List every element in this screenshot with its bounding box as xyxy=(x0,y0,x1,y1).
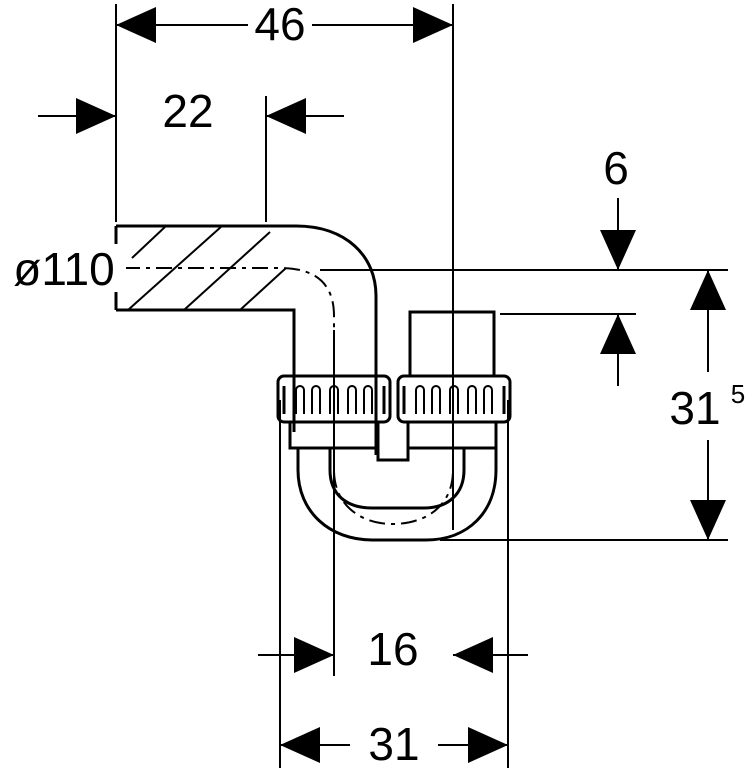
arrow-right-icon xyxy=(76,98,116,134)
dim-label-46: 46 xyxy=(254,0,305,50)
inlet-pipe xyxy=(114,224,378,455)
extension-lines xyxy=(115,4,728,768)
arrow-right-icon xyxy=(468,727,508,763)
dim-label-16: 16 xyxy=(367,623,418,675)
arrow-left-icon xyxy=(116,7,156,43)
dimension-22: 22 xyxy=(38,85,344,137)
arrow-left-icon xyxy=(280,727,320,763)
dim-label-31: 31 xyxy=(669,382,720,434)
dimension-16: 16 xyxy=(258,623,528,675)
diameter-label: ø110 xyxy=(2,243,126,295)
dim-label-diameter: ø110 xyxy=(13,243,114,295)
dim-label-22: 22 xyxy=(162,85,213,137)
dimension-31: 31 xyxy=(280,718,508,768)
dim-label-6: 6 xyxy=(603,142,629,194)
arrow-down-icon xyxy=(690,500,726,540)
arrow-right-icon xyxy=(294,637,334,673)
u-bend xyxy=(296,440,498,542)
dimension-31-5: 31 5 xyxy=(669,270,745,540)
arrow-down-icon xyxy=(600,230,636,270)
union-nut-left xyxy=(276,374,392,424)
dim-label-31-superscript: 5 xyxy=(731,379,745,409)
arrow-up-icon xyxy=(600,314,636,354)
dim-label-31-bottom: 31 xyxy=(368,718,419,768)
arrow-left-icon xyxy=(453,637,493,673)
arrow-right-icon xyxy=(413,7,453,43)
dimension-6: 6 xyxy=(600,142,636,386)
arrow-left-icon xyxy=(266,98,306,134)
arrow-up-icon xyxy=(690,270,726,310)
dimension-46: 46 xyxy=(116,0,453,50)
